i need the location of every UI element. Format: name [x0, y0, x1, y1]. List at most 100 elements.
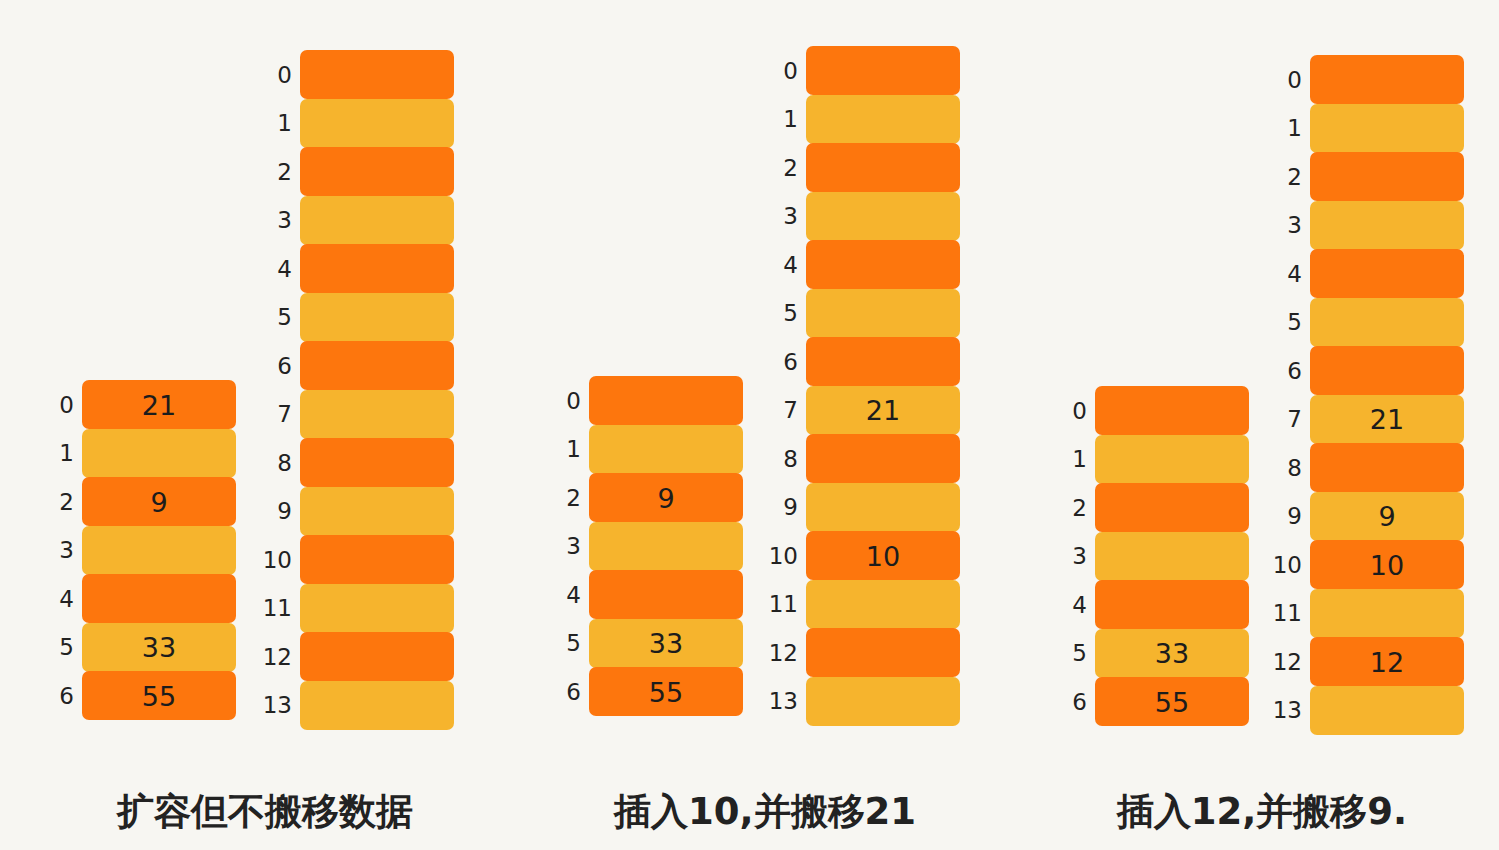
array-cell: 0 [1310, 55, 1464, 104]
index-number: 6 [764, 349, 798, 375]
index-number: 2 [764, 155, 798, 181]
index-number: 10 [258, 547, 292, 573]
index-number: 11 [764, 591, 798, 617]
array-cell: 13 [300, 681, 454, 730]
index-number: 5 [1053, 640, 1087, 666]
array-cell: 12 [806, 628, 960, 677]
index-number: 0 [258, 62, 292, 88]
index-number: 0 [1053, 398, 1087, 424]
array-cell: 4 [589, 570, 743, 619]
array-cell: 0 [300, 50, 454, 99]
index-number: 1 [764, 106, 798, 132]
array-cell: 3 [589, 522, 743, 571]
cell-value: 9 [589, 482, 743, 513]
index-number: 0 [1268, 67, 1302, 93]
array-cell: 721 [806, 386, 960, 435]
array-cell: 533 [82, 623, 236, 672]
array-cell: 99 [1310, 492, 1464, 541]
stage-caption: 扩容但不搬移数据 [117, 787, 413, 837]
array-cell: 3 [806, 192, 960, 241]
array-cell: 533 [1095, 629, 1249, 678]
index-number: 1 [258, 110, 292, 136]
array-cell: 2 [1095, 483, 1249, 532]
index-number: 3 [40, 537, 74, 563]
index-number: 2 [258, 159, 292, 185]
array-cell: 1 [82, 429, 236, 478]
index-number: 6 [1053, 689, 1087, 715]
index-number: 1 [40, 440, 74, 466]
array-cell: 4 [806, 240, 960, 289]
array-cell: 29 [589, 473, 743, 522]
index-number: 2 [547, 485, 581, 511]
index-number: 5 [40, 634, 74, 660]
index-number: 8 [1268, 455, 1302, 481]
array-cell: 8 [806, 434, 960, 483]
index-number: 4 [547, 582, 581, 608]
array-cell: 2 [806, 143, 960, 192]
array-cell: 1 [1095, 435, 1249, 484]
array-cell: 13 [1310, 686, 1464, 735]
index-number: 8 [258, 450, 292, 476]
cell-value: 33 [82, 632, 236, 663]
cell-value: 12 [1310, 646, 1464, 677]
array-cell: 6 [300, 341, 454, 390]
cell-value: 55 [82, 680, 236, 711]
index-number: 9 [764, 494, 798, 520]
index-number: 5 [1268, 309, 1302, 335]
array-cell: 0 [1095, 386, 1249, 435]
array-cell: 5 [1310, 298, 1464, 347]
array-cell: 5 [300, 293, 454, 342]
index-number: 6 [40, 683, 74, 709]
array-cell: 1 [806, 95, 960, 144]
array-cell: 0 [589, 376, 743, 425]
array-cell: 6 [806, 337, 960, 386]
array-cell: 1212 [1310, 637, 1464, 686]
index-number: 5 [258, 304, 292, 330]
index-number: 13 [764, 688, 798, 714]
index-number: 5 [764, 300, 798, 326]
array-cell: 7 [300, 390, 454, 439]
cell-value: 33 [1095, 638, 1249, 669]
index-number: 13 [258, 692, 292, 718]
array-cell: 2 [1310, 152, 1464, 201]
index-number: 1 [547, 436, 581, 462]
cell-value: 21 [806, 395, 960, 426]
index-number: 3 [1053, 543, 1087, 569]
index-number: 13 [1268, 697, 1302, 723]
array-cell: 4 [300, 244, 454, 293]
array-cell: 4 [1310, 249, 1464, 298]
index-number: 4 [258, 256, 292, 282]
index-number: 11 [258, 595, 292, 621]
index-number: 7 [764, 397, 798, 423]
array-cell: 3 [1310, 201, 1464, 250]
index-number: 3 [764, 203, 798, 229]
cell-value: 21 [1310, 404, 1464, 435]
array-cell: 1 [300, 99, 454, 148]
index-number: 3 [547, 533, 581, 559]
array-cell: 021 [82, 380, 236, 429]
cell-value: 9 [82, 486, 236, 517]
index-number: 0 [764, 58, 798, 84]
index-number: 0 [547, 388, 581, 414]
array-cell: 11 [806, 580, 960, 629]
array-cell: 3 [1095, 532, 1249, 581]
index-number: 12 [1268, 649, 1302, 675]
index-number: 12 [764, 640, 798, 666]
array-cell: 1010 [806, 531, 960, 580]
array-cell: 8 [1310, 443, 1464, 492]
index-number: 8 [764, 446, 798, 472]
index-number: 4 [1268, 261, 1302, 287]
array-cell: 1 [589, 425, 743, 474]
index-number: 6 [258, 353, 292, 379]
index-number: 0 [40, 392, 74, 418]
index-number: 10 [764, 543, 798, 569]
index-number: 3 [1268, 212, 1302, 238]
array-cell: 8 [300, 438, 454, 487]
index-number: 6 [547, 679, 581, 705]
index-number: 1 [1053, 446, 1087, 472]
index-number: 7 [258, 401, 292, 427]
index-number: 1 [1268, 115, 1302, 141]
array-cell: 9 [300, 487, 454, 536]
array-cell: 0 [806, 46, 960, 95]
index-number: 6 [1268, 358, 1302, 384]
